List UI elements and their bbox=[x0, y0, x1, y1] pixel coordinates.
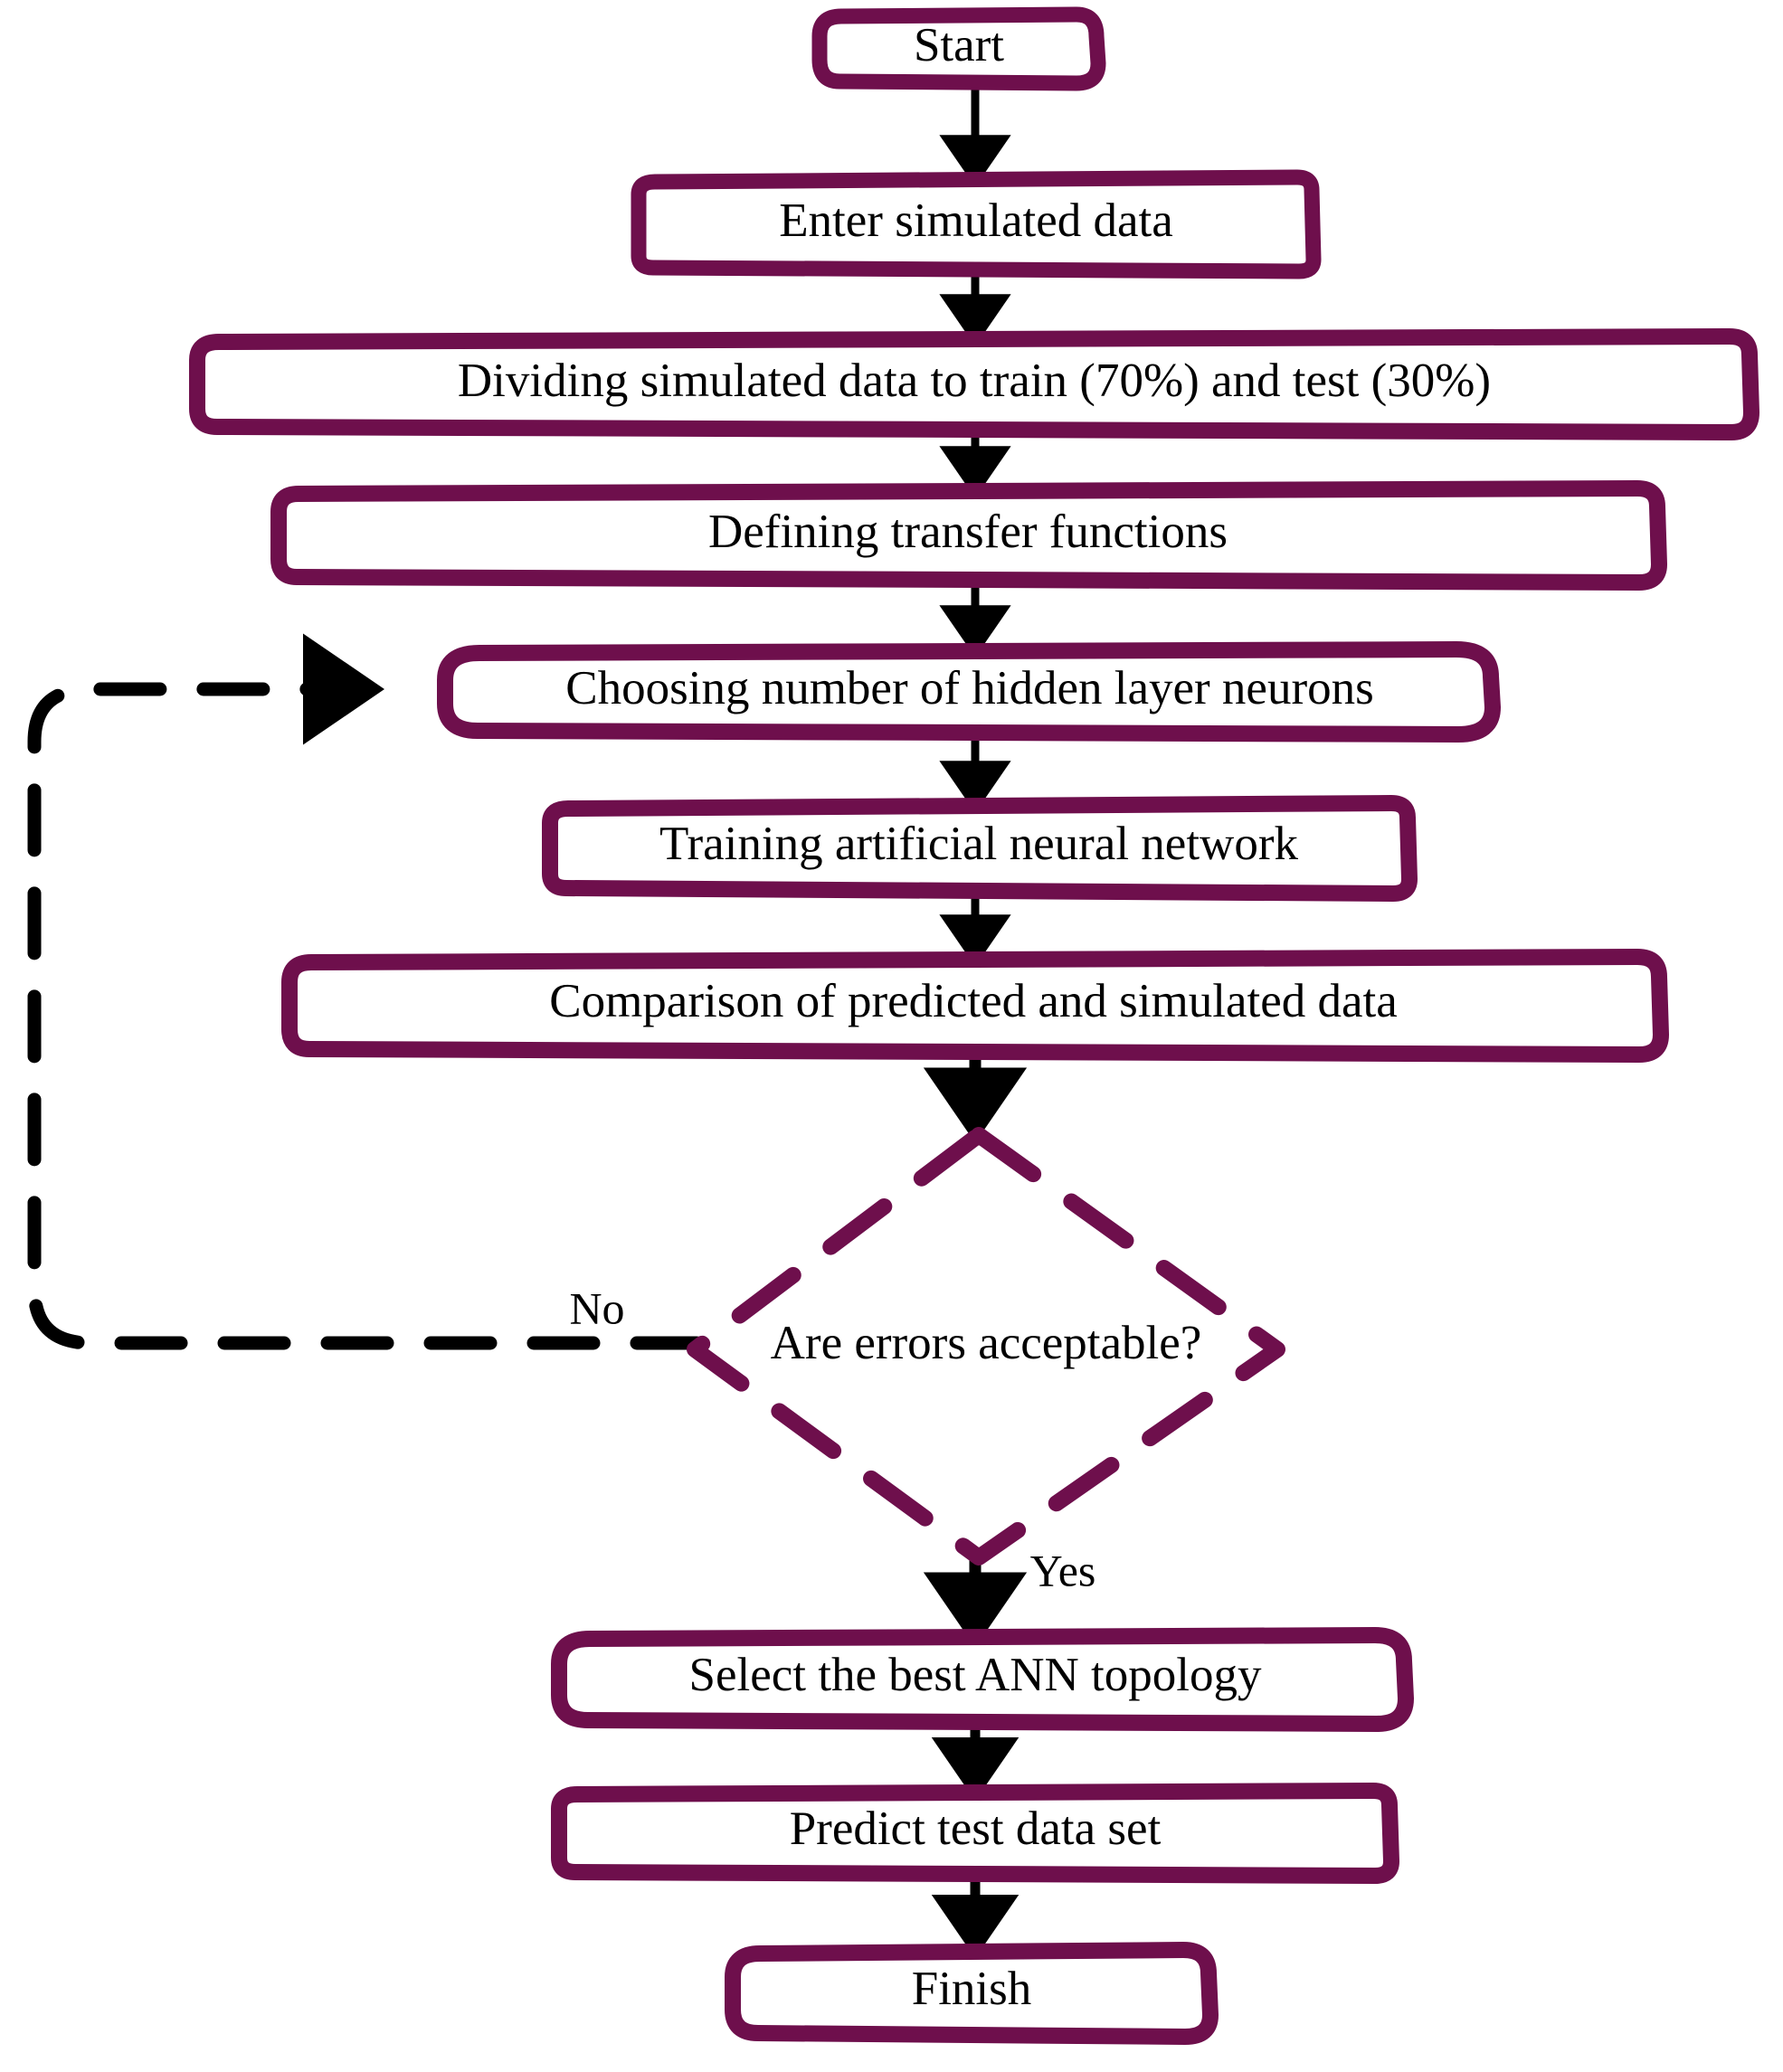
node-comparison-predicted-simulated[interactable]: Comparison of predicted and simulated da… bbox=[281, 949, 1669, 1063]
node-dividing-simulated-data[interactable]: Dividing simulated data to train (70%) a… bbox=[189, 328, 1759, 440]
node-shape-predict bbox=[551, 1783, 1399, 1884]
node-shape-transfer bbox=[270, 480, 1667, 591]
node-decision-errors-acceptable[interactable]: Are errors acceptable? bbox=[687, 1127, 1285, 1566]
edge-no-feedback-loop: No bbox=[27, 633, 704, 1350]
node-shape-neurons bbox=[437, 641, 1501, 743]
node-label-transfer: Defining transfer functions bbox=[708, 506, 1228, 558]
node-defining-transfer-functions[interactable]: Defining transfer functions bbox=[270, 480, 1667, 591]
node-shape-start bbox=[811, 6, 1106, 91]
node-label-training: Training artificial neural network bbox=[659, 818, 1298, 870]
node-start[interactable]: Start bbox=[811, 6, 1106, 91]
node-shape-decision bbox=[687, 1127, 1285, 1566]
node-label-predict: Predict test data set bbox=[790, 1802, 1162, 1855]
node-label-select: Select the best ANN topology bbox=[689, 1649, 1262, 1701]
node-training-ann[interactable]: Training artificial neural network bbox=[542, 795, 1418, 902]
node-shape-select bbox=[551, 1627, 1414, 1732]
node-label-comparison: Comparison of predicted and simulated da… bbox=[549, 975, 1398, 1027]
node-finish[interactable]: Finish bbox=[725, 1942, 1219, 2045]
node-label-start: Start bbox=[914, 19, 1004, 71]
edge-label-yes: Yes bbox=[1030, 1545, 1096, 1595]
edge-decision-to-select: Yes bbox=[923, 1537, 1096, 1648]
node-label-enter: Enter simulated data bbox=[779, 194, 1173, 247]
node-label-neurons: Choosing number of hidden layer neurons bbox=[565, 662, 1373, 714]
node-shape-divide bbox=[189, 328, 1759, 440]
node-shape-finish bbox=[725, 1942, 1219, 2045]
no-feedback-path bbox=[27, 633, 704, 1350]
node-shape-enter bbox=[631, 169, 1322, 279]
node-shape-comparison bbox=[281, 949, 1669, 1063]
node-enter-simulated-data[interactable]: Enter simulated data bbox=[631, 169, 1322, 279]
node-shape-training bbox=[542, 795, 1418, 902]
node-label-finish: Finish bbox=[912, 1963, 1032, 2015]
node-select-best-ann-topology[interactable]: Select the best ANN topology bbox=[551, 1627, 1414, 1732]
edge-label-no: No bbox=[569, 1282, 624, 1333]
node-choosing-hidden-layer-neurons[interactable]: Choosing number of hidden layer neurons bbox=[437, 641, 1501, 743]
node-label-decision: Are errors acceptable? bbox=[771, 1317, 1202, 1369]
node-predict-test-data-set[interactable]: Predict test data set bbox=[551, 1783, 1399, 1884]
node-label-divide: Dividing simulated data to train (70%) a… bbox=[458, 355, 1491, 407]
